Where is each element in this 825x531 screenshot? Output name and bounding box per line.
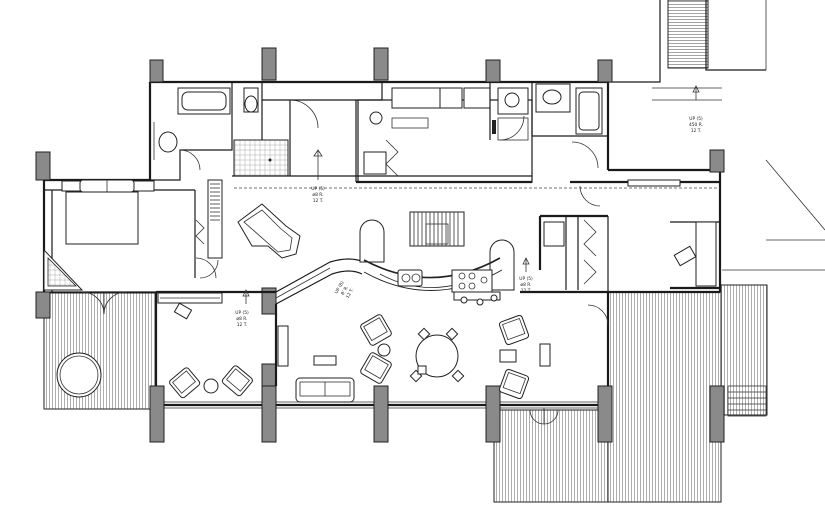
master-bath	[150, 81, 319, 181]
stair-note-line: ø8 R.	[520, 282, 531, 288]
upper-hall	[234, 99, 720, 189]
lounge-chairs-right	[498, 314, 551, 400]
sofa	[295, 377, 355, 403]
stair-note-line: ø8 R.	[236, 316, 247, 322]
central-stair	[409, 211, 465, 247]
deck-doors	[529, 408, 559, 425]
coffee-table	[313, 355, 337, 366]
lounge-chairs-center	[360, 314, 392, 384]
dining-table	[409, 327, 465, 383]
living-area	[156, 259, 609, 386]
stair-note-line: UP (5)	[311, 186, 325, 192]
stair-note-top-right: UP (5) 450 R. 12 T.	[689, 116, 703, 134]
east-room	[538, 185, 720, 292]
stair-note-line: 8' R.	[340, 285, 350, 296]
stair-note-line: UP (5)	[689, 116, 703, 122]
kitchen-counter	[363, 257, 503, 306]
stair-note-hall: UP (5) ø8 R. 12 T.	[311, 186, 325, 204]
stair-note-line: 12 T.	[345, 287, 355, 299]
closet	[195, 179, 223, 279]
stair-note-line: 450 R.	[689, 122, 703, 128]
stair-note-living: UP (5) ø8 R. 12 T.	[235, 310, 249, 328]
stair-note-line: UP (5)	[235, 310, 249, 316]
stair-note-line: ø8 R.	[312, 192, 323, 198]
stair-note-kitchen: UP (5) ø8 R. 12 T.	[519, 276, 533, 294]
stair-arrows	[242, 85, 722, 304]
stair-note-ramp: UP (8) 8' R. 12 T.	[334, 280, 356, 300]
exterior-stair	[606, 0, 825, 271]
deck-right	[493, 284, 768, 503]
hot-tub	[56, 352, 102, 398]
stair-note-line: UP (5)	[519, 276, 533, 282]
deck-right-steps	[727, 385, 767, 417]
stair-note-line: 12 T.	[313, 198, 324, 204]
gallery-wall	[356, 179, 720, 187]
utility-room	[356, 82, 533, 183]
grand-piano	[237, 203, 301, 259]
stair-note-line: 12 T.	[237, 322, 248, 328]
structural-columns	[35, 47, 725, 443]
deck-left	[43, 292, 157, 410]
round-pillars	[359, 219, 515, 291]
stair-note-line: 12 T.	[521, 288, 532, 294]
stair-note-line: 12 T.	[691, 128, 702, 134]
master-bedroom	[43, 179, 196, 315]
second-bath	[489, 82, 608, 169]
lounge-chairs-left	[169, 365, 253, 399]
